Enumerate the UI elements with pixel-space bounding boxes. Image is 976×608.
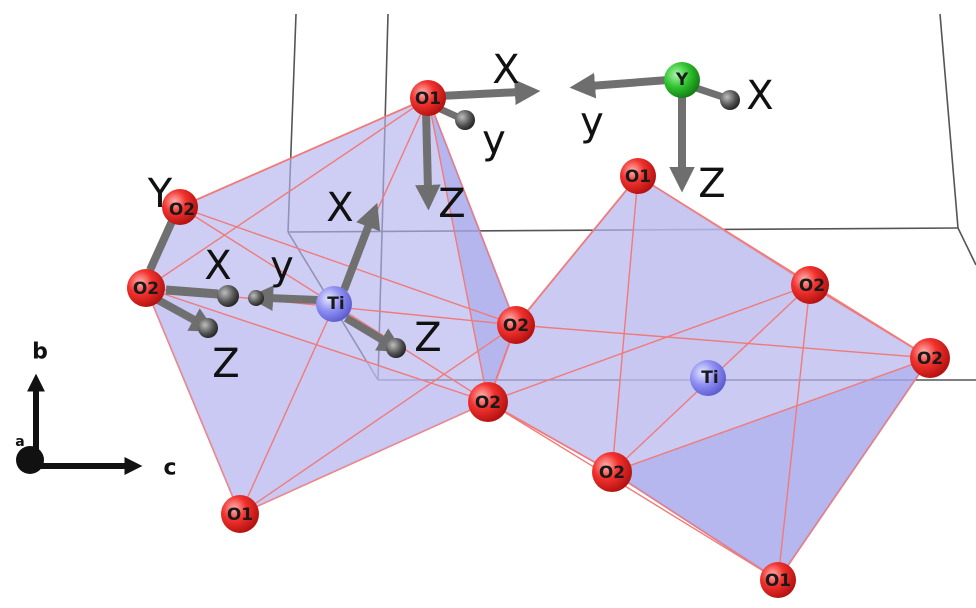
y-y-arrow — [569, 72, 669, 99]
atom-label: Ti — [327, 294, 344, 314]
o1-x-arrow — [439, 79, 541, 106]
ti-y-arrow-ball — [248, 290, 264, 306]
o2-z-arrow — [156, 296, 216, 332]
octahedron-edge — [637, 175, 931, 359]
cell-edge — [939, 13, 959, 229]
atom-label: O2 — [475, 393, 501, 413]
compass-b-label: b — [32, 340, 48, 365]
o2-x-label: X — [204, 243, 231, 289]
compass-a-dot — [16, 446, 44, 474]
crystal-axes-compass: b a c — [15, 340, 176, 481]
o2-z-label: Z — [212, 341, 239, 387]
octahedron-edge — [487, 284, 811, 403]
atom-label: O2 — [599, 463, 625, 483]
octahedron-edge — [611, 357, 931, 473]
o1-z-label: Z — [438, 181, 465, 227]
atom-o1-mid: O1 — [620, 158, 656, 194]
atom-o1-top: O1 — [410, 80, 446, 116]
o1-z-arrow — [415, 109, 441, 211]
y-x-arrow-ball — [720, 90, 740, 110]
y-x-label: X — [746, 73, 773, 119]
octahedron-edge — [611, 175, 639, 473]
ti-x-label: X — [326, 185, 353, 231]
atom-o2-right-upper: O2 — [791, 266, 829, 304]
compass-c-label: c — [163, 456, 176, 481]
ti-y-arrow — [247, 285, 319, 311]
o1-y-label: y — [482, 117, 506, 163]
atom-o2-left: O2 — [127, 269, 165, 307]
atom-label: O1 — [227, 505, 253, 525]
atom-o2-upper-left: O2 — [162, 189, 198, 225]
atom-label: O2 — [917, 349, 943, 369]
atom-o2-center: O2 — [468, 382, 508, 422]
atom-label: O1 — [765, 571, 791, 591]
ti-x-arrow — [340, 202, 381, 292]
atom-label: Ti — [701, 368, 718, 388]
ti-z-arrow-ball — [386, 338, 406, 358]
compass-a-label: a — [15, 434, 24, 450]
o2-x-arrow — [165, 285, 219, 299]
o1-x-label: X — [492, 47, 519, 93]
y-y-label: y — [580, 99, 604, 145]
o2-y-label: Y — [147, 171, 173, 217]
o1-y-arrow-ball — [455, 110, 475, 130]
atom-label: O2 — [133, 279, 159, 299]
atom-label: O2 — [503, 316, 529, 336]
arrow-ball-ends — [198, 90, 740, 358]
atom-o2-far-right: O2 — [910, 338, 950, 378]
o2-x-arrow-ball — [217, 285, 239, 307]
left-octahedron-face — [428, 98, 516, 402]
atom-ti-right: Ti — [690, 360, 726, 396]
atom-ti-left: Ti — [316, 286, 352, 322]
octahedron-edge — [487, 401, 779, 581]
cell-edge — [957, 227, 976, 266]
ti-y-label: y — [270, 243, 294, 289]
axis-letters: X y Z y X Z Y X Z y X Z — [147, 47, 774, 387]
atom-label: O2 — [169, 200, 195, 220]
octahedron-edge — [239, 324, 517, 515]
octahedron-edge — [777, 284, 811, 581]
left-octahedron-face — [146, 288, 488, 514]
atom-label: O2 — [799, 276, 825, 296]
atom-o2-lower: O2 — [592, 452, 632, 492]
atom-label: Y — [675, 70, 689, 90]
atom-label: O1 — [625, 167, 651, 187]
o2-z-arrow-ball — [198, 318, 218, 338]
atom-y: Y — [664, 62, 700, 98]
octahedron-edge — [515, 324, 931, 359]
y-z-label: Z — [698, 161, 725, 207]
ti-z-label: Z — [414, 315, 441, 361]
atom-o2-center-right: O2 — [497, 306, 535, 344]
atom-o1-bottom-left: O1 — [221, 495, 259, 533]
ti-z-arrow — [343, 314, 404, 353]
octahedron-edge — [145, 97, 429, 289]
atom-label: O1 — [415, 89, 441, 109]
right-octahedron-face — [612, 358, 930, 580]
atom-o1-bottom-right: O1 — [760, 562, 796, 598]
right-octahedron-face — [612, 176, 810, 472]
atoms: O1 Y O1 O2 O2 Ti O2 O2 — [127, 62, 950, 598]
